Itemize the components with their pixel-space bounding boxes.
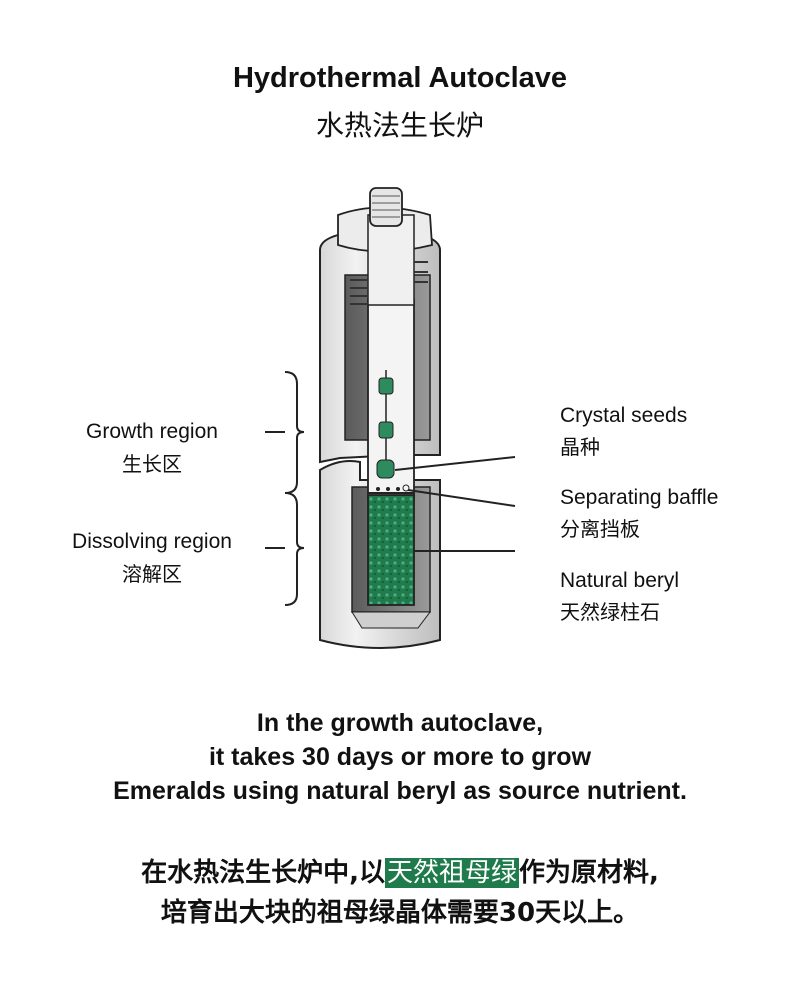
- caption-line-3: Emeralds using natural beryl as source n…: [113, 777, 687, 805]
- growth-region-label-zh: 生长区: [122, 452, 182, 476]
- crystal-seed: [376, 459, 395, 479]
- crystal-seeds-label: Crystal seeds: [560, 404, 688, 427]
- caption-zh-post: 作为原材料,: [519, 858, 659, 888]
- title-chinese: 水热法生长炉: [315, 109, 484, 142]
- caption-zh-highlight: 天然祖母绿: [384, 858, 519, 888]
- seed-leader-line: [394, 456, 516, 471]
- crystal-seeds-label-zh: 晶种: [560, 435, 600, 459]
- natural-beryl-nutrient: [367, 494, 415, 606]
- dissolving-region-label-zh: 溶解区: [122, 562, 182, 586]
- caption-zh-line-2: 培育出大块的祖母绿晶体需要30天以上。: [160, 898, 640, 928]
- separating-baffle-label: Separating baffle: [560, 486, 719, 509]
- caption-zh-pre: 在水热法生长炉中,以: [141, 858, 385, 888]
- separating-baffle-label-zh: 分离挡板: [560, 517, 640, 541]
- natural-beryl-label: Natural beryl: [560, 569, 680, 592]
- growth-region-label: Growth region: [86, 420, 218, 443]
- caption-zh-line-1: 在水热法生长炉中,以天然祖母绿作为原材料,: [0, 852, 800, 889]
- caption-line-1: In the growth autoclave,: [256, 709, 544, 737]
- caption-line-2: it takes 30 days or more to grow: [208, 743, 592, 771]
- growth-region-brace: [284, 371, 305, 494]
- baffle-leader-line: [407, 489, 516, 507]
- crystal-seed: [378, 421, 394, 439]
- crystal-seed: [378, 377, 394, 395]
- title-english: Hydrothermal Autoclave: [232, 62, 568, 94]
- dissolving-region-brace: [284, 492, 305, 606]
- dissolving-region-label: Dissolving region: [72, 530, 232, 553]
- natural-beryl-label-zh: 天然绿柱石: [560, 600, 660, 624]
- separating-baffle: [368, 484, 414, 494]
- top-plug: [337, 187, 433, 306]
